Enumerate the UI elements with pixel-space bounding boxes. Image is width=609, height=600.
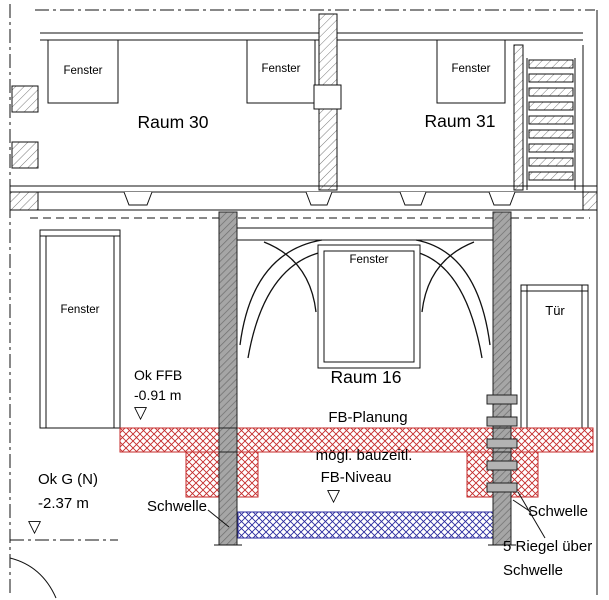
label-schwelle-left: Schwelle xyxy=(147,498,208,515)
label-room-30: Raum 30 xyxy=(137,112,209,132)
label-room-16: Raum 16 xyxy=(330,367,402,387)
label-riegel-line1: 5 Riegel über xyxy=(503,538,593,555)
label-ok-g: Ok G (N) xyxy=(38,471,98,488)
label-ok-ffb: Ok FFB xyxy=(134,367,183,383)
upper-floor-linework xyxy=(40,10,598,595)
label-window-upper-right: Fenster xyxy=(451,63,491,75)
label-fb-planung: FB-Planung xyxy=(328,409,408,426)
label-ok-g-value: -2.37 m xyxy=(38,495,89,512)
label-schwelle-right: Schwelle xyxy=(528,503,589,520)
label-bauzeitlich-line2: FB-Niveau xyxy=(320,469,392,486)
floor-band xyxy=(9,185,598,219)
lower-floor-linework xyxy=(39,227,589,429)
label-window-upper-center: Fenster xyxy=(261,63,301,75)
leader-lines xyxy=(9,491,546,599)
label-riegel-line2: Schwelle xyxy=(503,562,564,579)
label-ok-ffb-value: -0.91 m xyxy=(134,387,182,403)
level-marker-ffb-icon: ▽ xyxy=(134,403,148,422)
label-window-upper-left: Fenster xyxy=(63,65,103,77)
bauzeitlich-niveau-hatch xyxy=(237,511,494,539)
label-window-lower-left: Fenster xyxy=(60,304,100,316)
timber-braces xyxy=(239,239,491,359)
level-marker-ok-g-icon: ▽ xyxy=(28,517,42,536)
label-door: Tür xyxy=(545,303,565,318)
left-wall-stubs xyxy=(11,85,39,169)
ladder-element xyxy=(513,44,576,191)
label-bauzeitlich-line1: mögl. bauzeitl. xyxy=(315,447,413,464)
label-window-lower-center: Fenster xyxy=(349,254,389,266)
boundary-lines xyxy=(9,4,595,596)
label-room-31: Raum 31 xyxy=(424,111,496,131)
level-marker-fb-niveau-icon: ▽ xyxy=(327,486,341,505)
riegel-rails xyxy=(486,394,518,493)
